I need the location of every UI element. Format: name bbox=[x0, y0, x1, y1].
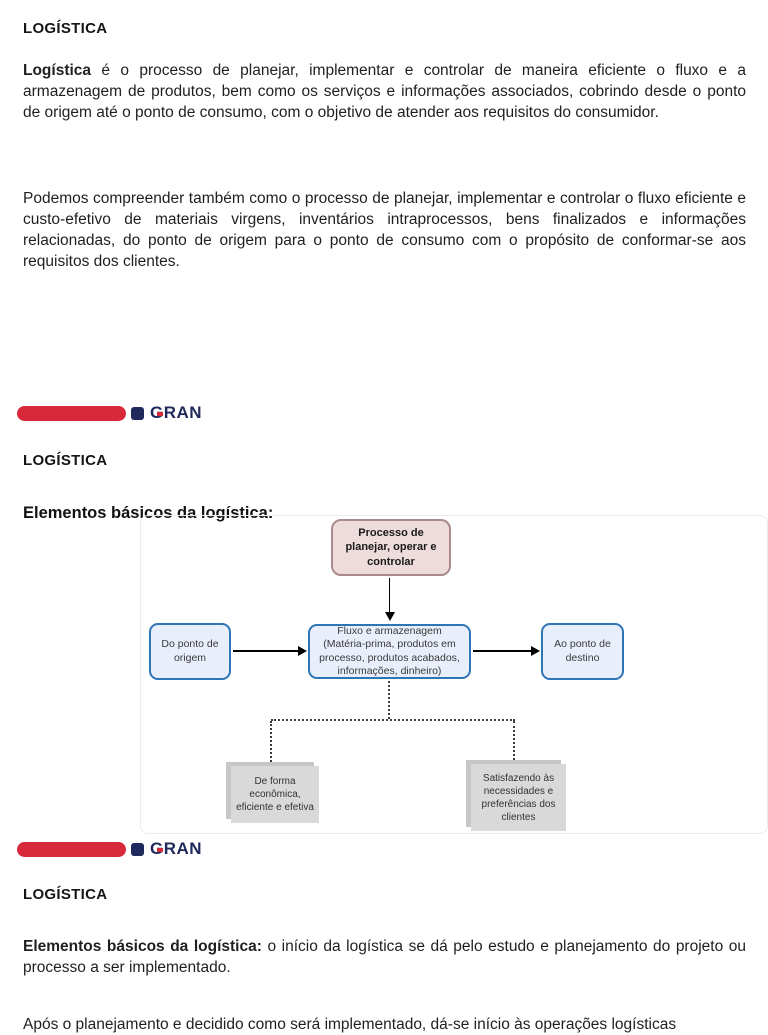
diagram-box-flow: Fluxo e armazenagem(Matéria-prima, produ… bbox=[308, 624, 471, 679]
section3-heading: LOGÍSTICA bbox=[23, 886, 108, 903]
arrow-process-to-flow-line bbox=[389, 578, 390, 612]
diagram-box-destination: Ao ponto de destino bbox=[541, 623, 624, 680]
gran-logo: GRAN bbox=[17, 403, 203, 422]
section3-paragraph-lead-bold: Elementos básicos da logística: bbox=[23, 938, 262, 955]
section1-paragraph2: Podemos compreender também como o proces… bbox=[23, 190, 746, 270]
diagram-canvas: Processo de planejar, operar e controlar… bbox=[140, 515, 768, 834]
paragraph1-lead-bold: Logística bbox=[23, 62, 92, 79]
logo-navy-square-icon bbox=[131, 406, 144, 420]
diagram-box-origin: Do ponto de origem bbox=[149, 623, 231, 680]
arrow-flow-to-destination-line bbox=[473, 650, 531, 652]
diagram-box-customers: Satisfazendo às necessidades e preferênc… bbox=[471, 764, 566, 831]
gran-logo-2: GRAN bbox=[17, 839, 203, 858]
section2-subheading: Elementos básicos da logística: bbox=[23, 504, 274, 522]
arrow-origin-to-flow-head bbox=[298, 646, 307, 656]
dotted-line-right-down bbox=[513, 721, 515, 764]
section1-heading: LOGÍSTICA bbox=[23, 20, 108, 37]
section3-paragraph-rest: o início da logística se dá pelo estudo … bbox=[23, 938, 746, 976]
logo-red-bar bbox=[17, 841, 126, 857]
arrow-process-to-flow-head bbox=[385, 612, 395, 621]
flow-box-title: Fluxo e armazenagem bbox=[337, 625, 442, 638]
flow-box-detail: (Matéria-prima, produtos em processo, pr… bbox=[319, 638, 460, 677]
arrow-flow-to-destination-head bbox=[531, 646, 540, 656]
logo-wordmark: GRAN bbox=[150, 839, 203, 858]
logo-wordmark: GRAN bbox=[150, 403, 203, 422]
diagram-box-economic: De forma econômica, eficiente e efetiva bbox=[231, 766, 319, 823]
logo-navy-square-icon bbox=[131, 842, 144, 856]
diagram-box-process: Processo de planejar, operar e controlar bbox=[331, 519, 451, 576]
section3-paragraph: Elementos básicos da logística: o início… bbox=[23, 936, 746, 978]
dotted-line-flow-down bbox=[388, 681, 390, 719]
section1-paragraph1: Logística é o processo de planejar, impl… bbox=[23, 60, 746, 123]
section2-heading: LOGÍSTICA bbox=[23, 452, 108, 469]
flow-box-text: Fluxo e armazenagem(Matéria-prima, produ… bbox=[314, 625, 465, 678]
logo-red-bar bbox=[17, 405, 126, 421]
paragraph1-rest: é o processo de planejar, implementar e … bbox=[23, 62, 746, 121]
section3-clipped-line: Após o planejamento e decidido como será… bbox=[23, 1016, 677, 1033]
arrow-origin-to-flow-line bbox=[233, 650, 298, 652]
dotted-line-horizontal bbox=[271, 719, 515, 721]
dotted-line-left-down bbox=[270, 721, 272, 766]
